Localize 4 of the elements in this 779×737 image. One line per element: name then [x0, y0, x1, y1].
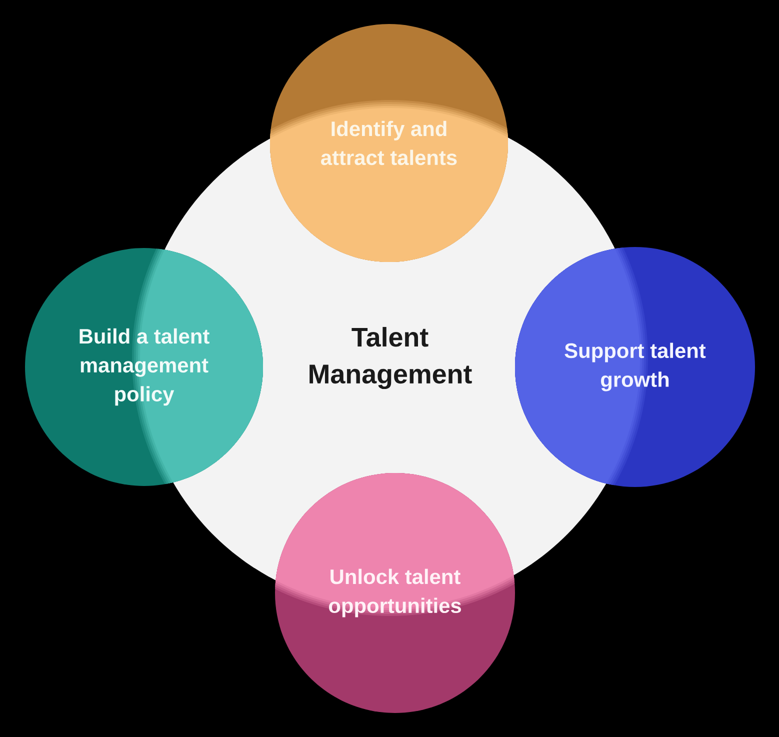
circle-node: Identify and attract talents — [270, 24, 508, 262]
circle-node: Support talent growth — [515, 247, 755, 487]
circle-node: Build a talent management policy — [25, 248, 263, 486]
circle-node: Unlock talent opportunities — [275, 473, 515, 713]
